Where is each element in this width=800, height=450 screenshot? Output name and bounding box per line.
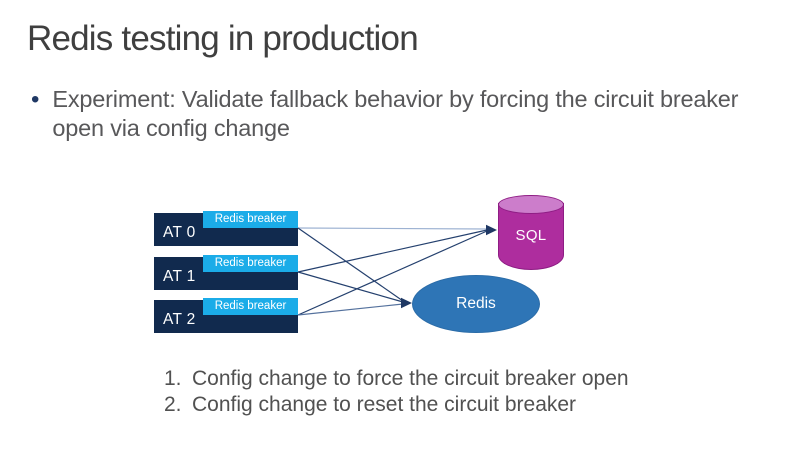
step-item-1: 1. Config change to force the circuit br… xyxy=(164,366,629,392)
connector-at1-sql xyxy=(297,229,488,273)
redis-breaker-box: Redis breaker xyxy=(203,255,298,272)
connector-at0-sql xyxy=(297,227,488,230)
redis-breaker-box: Redis breaker xyxy=(203,211,298,228)
tier-box-at2: AT 2 Redis breaker xyxy=(154,298,298,333)
redis-breaker-box: Redis breaker xyxy=(203,298,298,315)
step-text: Config change to force the circuit break… xyxy=(192,367,629,390)
connector-at2-redis xyxy=(297,303,404,316)
arrowhead-redis xyxy=(401,297,412,309)
sql-label: SQL xyxy=(515,227,547,244)
bullet-text: Experiment: Validate fallback behavior b… xyxy=(52,86,739,141)
connector-at1-redis xyxy=(297,271,404,303)
sql-cylinder-body xyxy=(498,203,564,270)
tier-label: AT 2 xyxy=(163,311,196,328)
tier-label: AT 0 xyxy=(163,224,196,241)
bullet-item: • Experiment: Validate fallback behavior… xyxy=(31,85,781,143)
step-text: Config change to reset the circuit break… xyxy=(192,393,577,416)
tier-box-at0: AT 0 Redis breaker xyxy=(154,211,298,246)
bullet-icon: • xyxy=(31,86,40,113)
arrowhead-sql xyxy=(486,224,497,236)
tier-box-at1: AT 1 Redis breaker xyxy=(154,255,298,290)
steps-list: 1. Config change to force the circuit br… xyxy=(164,366,629,418)
connector-at0-redis xyxy=(297,227,404,302)
tier-label: AT 1 xyxy=(163,268,196,285)
slide-title: Redis testing in production xyxy=(27,19,419,58)
step-number: 1. xyxy=(164,367,182,390)
redis-node: Redis xyxy=(412,275,540,333)
sql-cylinder-top xyxy=(498,195,564,214)
step-item-2: 2. Config change to reset the circuit br… xyxy=(164,392,629,418)
step-number: 2. xyxy=(164,393,182,416)
redis-label: Redis xyxy=(456,295,496,312)
